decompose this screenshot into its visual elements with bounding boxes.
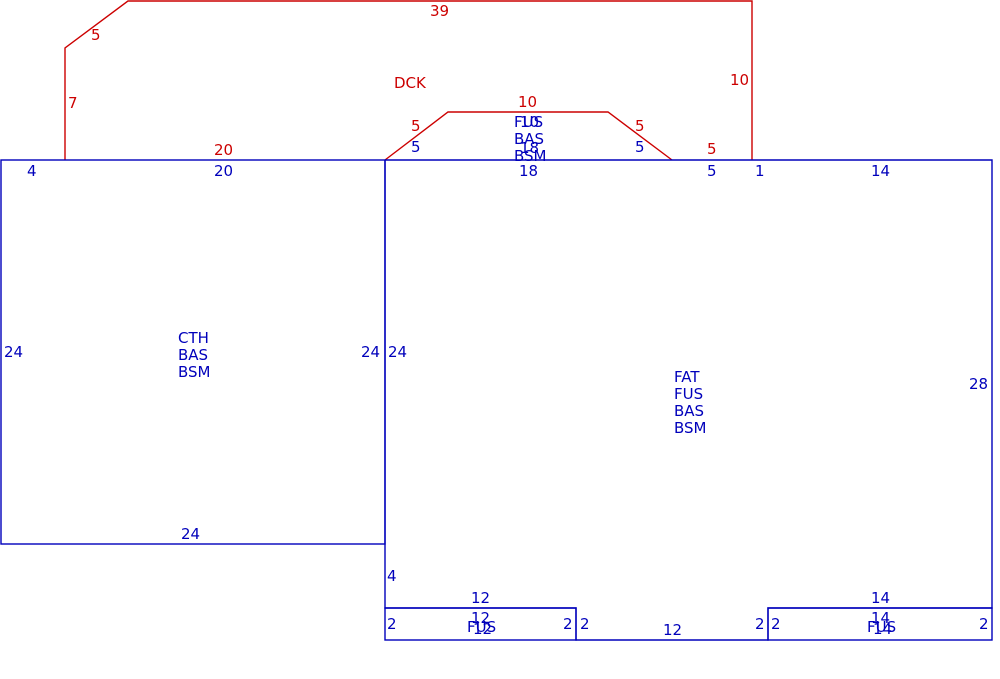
main-code-1: FAT (674, 368, 700, 386)
deck-dim-corner: 5 (91, 26, 101, 44)
bump-dim-bottom: 18 (519, 162, 538, 180)
bay-left-dim-bottom: 12 (473, 620, 492, 638)
main-dim-bottom-left-side: 2 (580, 615, 590, 633)
bump-code-1: FUS (514, 113, 543, 131)
bay-left-dim-right: 2 (563, 615, 573, 633)
bay-right-dim-top: 14 (871, 589, 890, 607)
deck-dim-left-bottom: 20 (214, 141, 233, 159)
main-code-2: FUS (674, 385, 703, 403)
left-wing-code-2: BAS (178, 346, 208, 364)
deck-dim-right: 10 (730, 71, 749, 89)
deck-dim-top: 39 (430, 2, 449, 20)
bay-left-code: FUS (467, 618, 496, 636)
bay-left-dim-top: 12 (471, 589, 490, 607)
main-dim-bottom-middle: 12 (663, 621, 682, 639)
bay-right-code: FUS (867, 618, 896, 636)
left-wing-dim-bottom: 24 (181, 525, 200, 543)
deck-dim-left: 7 (68, 94, 78, 112)
deck-dim-bump-left: 5 (411, 117, 421, 135)
deck-dim-bump-top: 10 (518, 93, 537, 111)
main-dim-bottom-right-side: 2 (755, 615, 765, 633)
bump-code-3: BSM (514, 147, 547, 165)
bump-dim-right: 5 (635, 138, 645, 156)
bay-left-dim-left: 2 (387, 615, 397, 633)
bay-right-dim-bottom: 14 (873, 620, 892, 638)
left-wing-code-1: CTH (178, 329, 209, 347)
main-code-3: BAS (674, 402, 704, 420)
deck-bump-outline[interactable] (384, 111, 673, 161)
bay-left-outline[interactable] (384, 607, 577, 641)
main-dim-top-right-gap: 1 (755, 162, 765, 180)
main-dim-top-right-offset: 5 (707, 162, 717, 180)
bump-overlap-value-2: 18 (520, 139, 539, 157)
left-wing-dim-top: 20 (214, 162, 233, 180)
bay-right-dim-right: 2 (979, 615, 989, 633)
main-dim-right: 28 (969, 375, 988, 393)
deck-dim-bump-right: 5 (635, 117, 645, 135)
bay-right-dim-left: 2 (771, 615, 781, 633)
bay-right-overlap: 14 (871, 609, 890, 627)
bump-dim-left: 5 (411, 138, 421, 156)
left-wing-dim-right: 24 (361, 343, 380, 361)
left-wing-dim-top-offset: 4 (27, 162, 37, 180)
main-code-4: BSM (674, 419, 707, 437)
main-dim-top-right: 14 (871, 162, 890, 180)
bay-right-outline[interactable] (767, 607, 993, 641)
left-wing-dim-left: 24 (4, 343, 23, 361)
bump-overlap-value: 10 (520, 113, 539, 131)
main-dim-left: 24 (388, 343, 407, 361)
deck-outline[interactable] (64, 0, 753, 160)
bay-left-overlap: 12 (471, 609, 490, 627)
main-dim-left-lower: 4 (387, 567, 397, 585)
deck-area-label: DCK (394, 74, 427, 92)
bump-code-2: BAS (514, 130, 544, 148)
deck-dim-right-bottom: 5 (707, 140, 717, 158)
left-wing-code-3: BSM (178, 363, 211, 381)
